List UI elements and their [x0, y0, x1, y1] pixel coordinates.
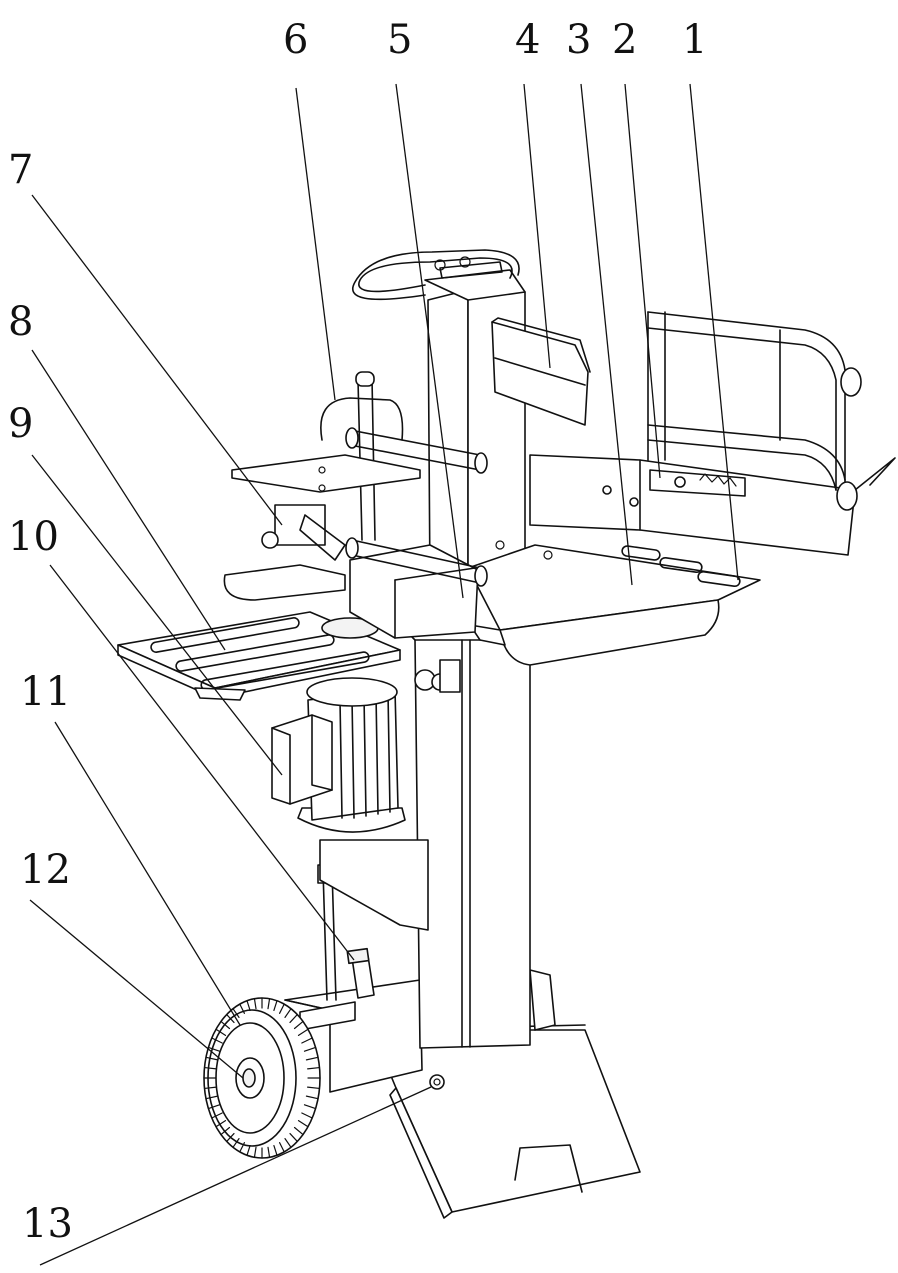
tread-mark — [220, 1126, 231, 1136]
machine-drawing — [117, 249, 896, 1219]
tread-mark — [303, 1104, 317, 1110]
tread-mark — [215, 1120, 227, 1128]
label-11: 11 — [20, 669, 71, 715]
label-8: 8 — [8, 299, 33, 345]
tread-mark — [289, 1132, 298, 1143]
tread-mark — [253, 998, 257, 1010]
label-1: 1 — [682, 17, 707, 63]
pusher-block — [349, 544, 479, 639]
tread-mark — [279, 1003, 285, 1014]
tread-mark — [284, 1138, 292, 1148]
left-table-support — [194, 687, 246, 701]
tread-mark — [207, 1104, 221, 1110]
wheel — [203, 997, 321, 1159]
main-table — [467, 540, 761, 666]
tread-mark — [211, 1037, 223, 1044]
part-labels: 6 5 4 3 2 1 7 8 9 10 11 12 13 — [8, 17, 707, 1247]
label-2: 2 — [612, 17, 637, 63]
tread-mark — [246, 1000, 251, 1011]
tread-mark — [220, 1020, 231, 1030]
leader-lines — [29, 83, 739, 1266]
tread-mark — [211, 1112, 223, 1119]
guard-loop — [320, 397, 404, 441]
tread-mark — [297, 1120, 309, 1128]
tread-mark — [301, 1112, 313, 1119]
base-foot — [371, 1024, 641, 1219]
tread-mark — [293, 1126, 304, 1136]
tread-mark — [239, 1003, 245, 1014]
motor-bracket — [319, 839, 429, 931]
locking-knob — [261, 504, 346, 561]
right-arm — [529, 454, 896, 556]
tread-mark — [205, 1095, 219, 1100]
tread-mark — [215, 1028, 227, 1036]
label-13: 13 — [22, 1201, 73, 1247]
tread-mark — [307, 1066, 321, 1070]
label-3: 3 — [566, 17, 591, 63]
column-adjust-knob — [414, 659, 461, 693]
tread-mark — [232, 1008, 240, 1018]
tread-mark — [267, 1146, 271, 1158]
label-6: 6 — [283, 17, 308, 63]
left-table — [117, 611, 401, 699]
right-guard — [647, 311, 862, 511]
tread-mark — [301, 1037, 313, 1044]
tread-mark — [297, 1028, 309, 1036]
label-10: 10 — [8, 514, 59, 560]
oil-filler-cap — [346, 947, 375, 999]
tread-mark — [303, 1046, 317, 1052]
wedge-plate — [491, 317, 591, 426]
label-7: 7 — [8, 147, 33, 193]
wheel-tread — [203, 997, 321, 1159]
tread-mark — [273, 1145, 278, 1156]
tread-mark — [232, 1138, 240, 1148]
left-handles — [345, 371, 488, 587]
tread-mark — [305, 1095, 319, 1100]
tread-mark — [246, 1145, 251, 1156]
tread-mark — [289, 1013, 298, 1024]
tread-mark — [273, 1000, 278, 1011]
tread-mark — [203, 1086, 217, 1090]
tread-mark — [226, 1132, 235, 1143]
label-4: 4 — [515, 17, 540, 63]
switch-box — [271, 714, 333, 805]
cart-handle — [223, 564, 346, 601]
tread-mark — [207, 1046, 221, 1052]
tread-mark — [205, 1056, 219, 1061]
tread-mark — [293, 1020, 304, 1030]
tread-mark — [239, 1142, 245, 1153]
tread-mark — [267, 998, 271, 1010]
tread-mark — [279, 1142, 285, 1153]
tread-mark — [203, 1066, 217, 1070]
label-5: 5 — [387, 17, 412, 63]
left-platform — [231, 454, 421, 493]
axle-housing — [284, 979, 423, 1093]
tread-mark — [253, 1146, 257, 1158]
label-12: 12 — [20, 847, 71, 893]
top-handle — [352, 249, 520, 301]
tread-mark — [305, 1056, 319, 1061]
label-9: 9 — [8, 401, 33, 447]
rear-bracket — [529, 969, 556, 1031]
tread-mark — [284, 1008, 292, 1018]
tread-mark — [307, 1086, 321, 1090]
tread-mark — [226, 1013, 235, 1024]
